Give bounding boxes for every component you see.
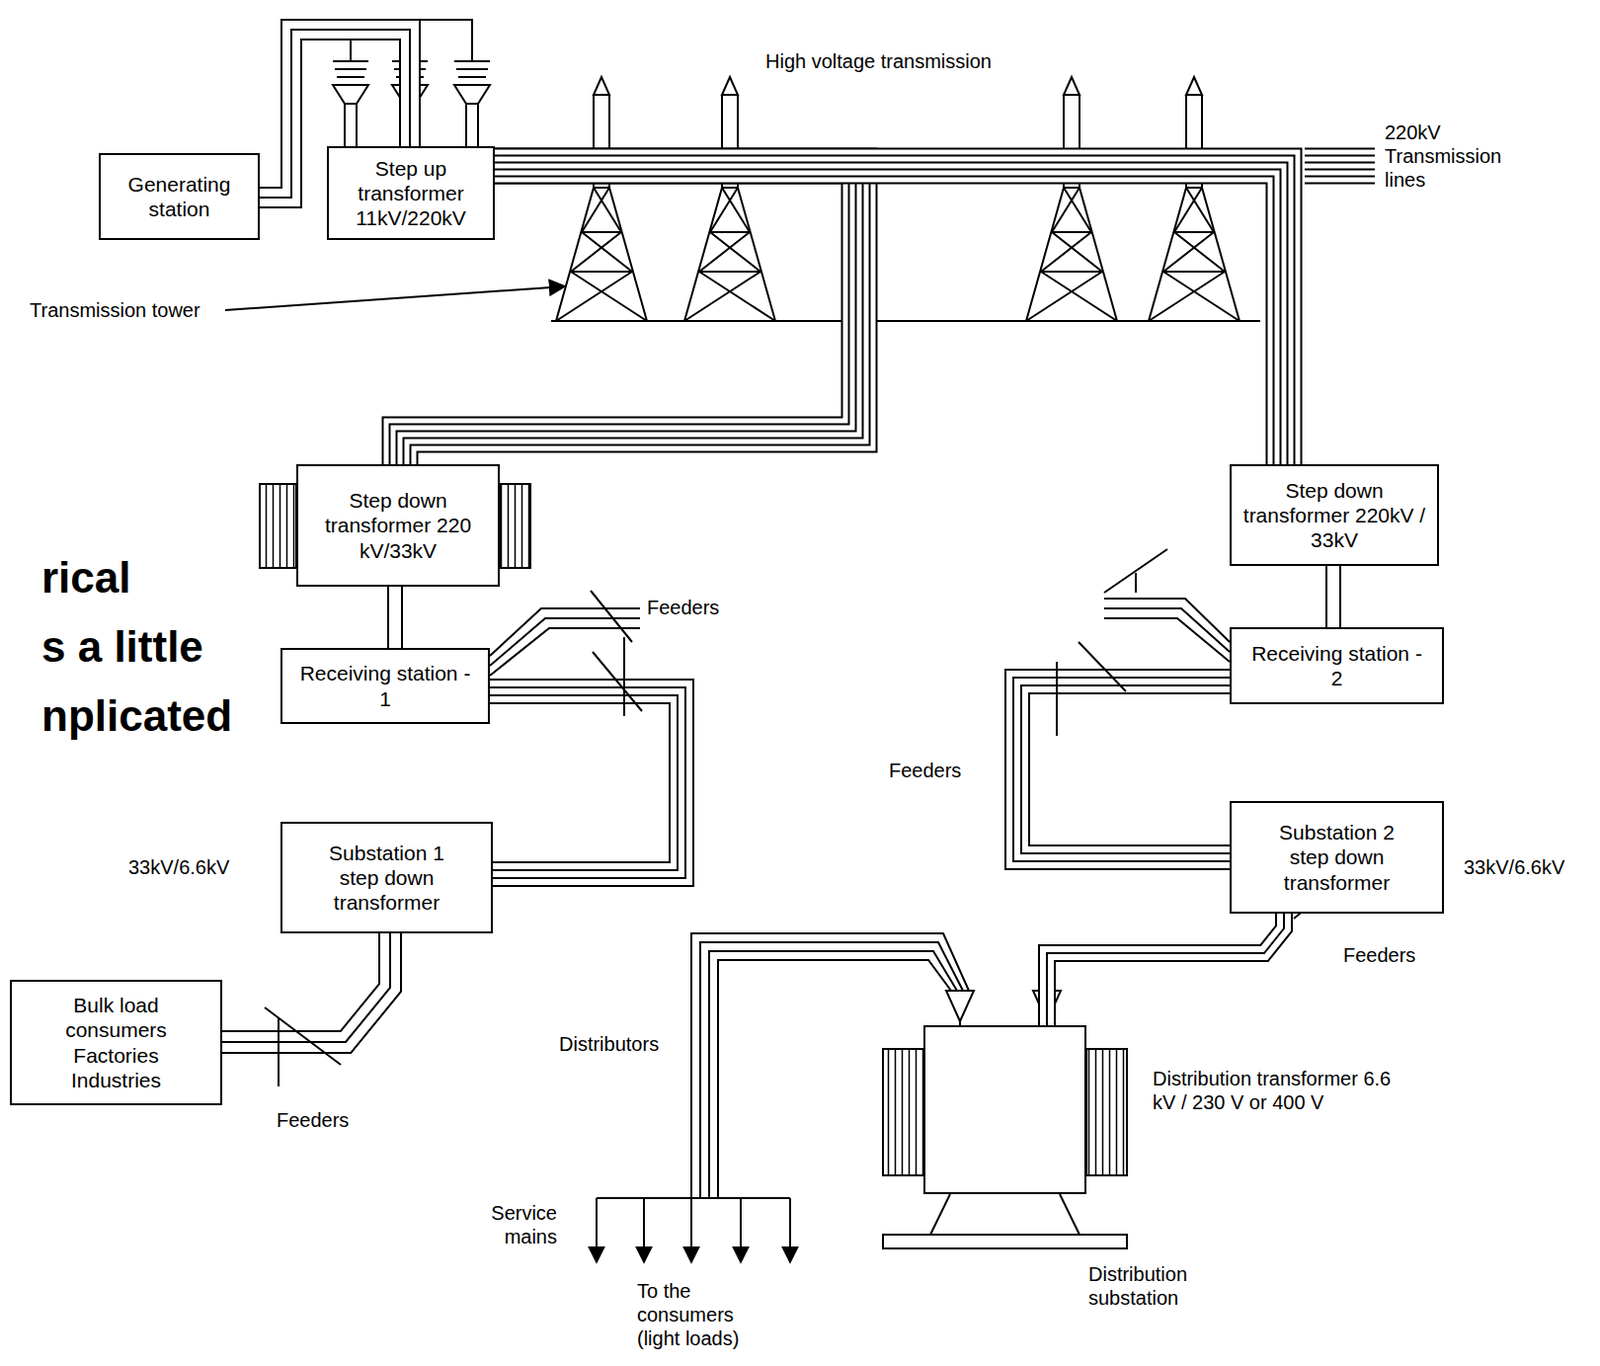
box-text: Generating station <box>108 171 250 222</box>
box-text: Step down transformer 220kV / 33kV <box>1239 478 1430 554</box>
power-line-bundle <box>489 691 682 875</box>
feeder-slash <box>264 549 1324 1087</box>
box-text: Receiving station - 1 <box>294 660 477 711</box>
ground-line <box>551 320 1261 322</box>
consumer-box: Bulk load consumers Factories Industries <box>9 979 223 1106</box>
power-line-bundle <box>1017 681 1230 858</box>
transformer-box: Step down transformer 220 kV/33kV <box>296 464 500 587</box>
diagram-label: To the consumers (light loads) <box>637 1279 766 1351</box>
power-line-bundle <box>1046 913 1284 1026</box>
substation-box: Substation 2 step down transformer <box>1229 800 1444 914</box>
transformer-box: Step down transformer 220kV / 33kV <box>1229 464 1440 566</box>
diagram-label: Distributors <box>559 1032 659 1056</box>
box-text: Step up transformer 11kV/220kV <box>334 156 487 232</box>
feeder-lines <box>489 598 1230 676</box>
diagram-label: Service mains <box>485 1200 558 1249</box>
diagram-label: Feeders <box>1343 943 1416 967</box>
box-text: Receiving station - 2 <box>1245 640 1429 691</box>
transmission-line-extension <box>1304 149 1375 184</box>
substation-box: Substation 1 step down transformer <box>280 821 493 934</box>
diagram-label: High voltage transmission <box>765 49 992 74</box>
diagram-label: 220kV Transmission lines <box>1384 120 1509 192</box>
diagram-label: Feeders <box>888 758 961 783</box>
transformer-label: Distribution substation <box>1088 1262 1237 1310</box>
power-line-bundle <box>395 586 397 648</box>
slide-text: s a little <box>41 622 204 673</box>
generator-box: Generating station <box>98 153 260 240</box>
station-box: Receiving station - 1 <box>280 647 490 724</box>
diagram-label: Feeders <box>646 595 720 620</box>
leader-line <box>225 286 565 311</box>
slide-text: rical <box>41 553 132 604</box>
diagram-label: 33kV/6.6kV <box>128 855 230 880</box>
power-line-bundle <box>1333 565 1335 628</box>
transformer-base <box>882 1194 1127 1249</box>
power-line-bundle <box>494 165 1284 465</box>
transformer-label: Distribution transformer 6.6 kV / 230 V … <box>1152 1066 1400 1115</box>
box-text: Step down transformer 220 kV/33kV <box>306 487 490 563</box>
diagram-label: Feeders <box>276 1108 349 1132</box>
distribution-transformer: Distribution transformer 6.6 kV / 230 V … <box>923 1025 1087 1195</box>
power-line-bundle <box>222 933 391 1042</box>
diagram-label: Transmission tower <box>29 298 201 322</box>
box-text: Substation 1 step down transformer <box>308 840 466 916</box>
diagram-label: 33kV/6.6kV <box>1463 855 1565 880</box>
service-mains <box>596 1198 791 1263</box>
slide-text: nplicated <box>41 691 233 742</box>
box-text: Substation 2 step down transformer <box>1257 819 1417 895</box>
transformer-box: Step up transformer 11kV/220kV <box>326 146 495 240</box>
station-box: Receiving station - 2 <box>1229 627 1444 705</box>
transmission-tower <box>556 77 1240 321</box>
box-text: Bulk load consumers Factories Industries <box>29 992 203 1093</box>
